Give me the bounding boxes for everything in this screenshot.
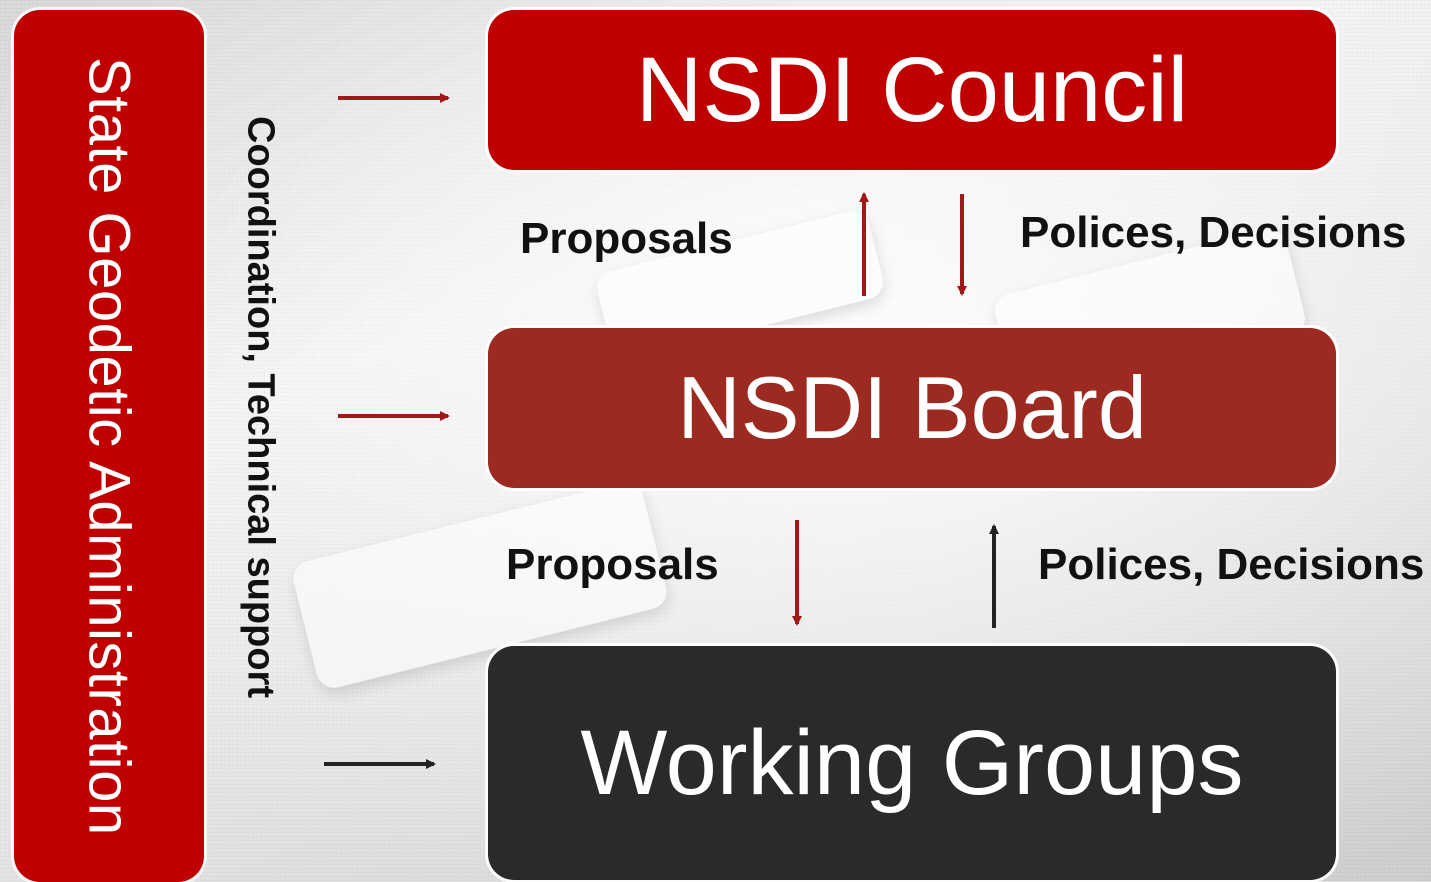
groups-to-board-label: Polices, Decisions <box>1038 540 1425 589</box>
council-to-board-label: Polices, Decisions <box>1020 208 1407 257</box>
state-geodetic-administration-panel: State Geodetic Administration <box>14 10 204 882</box>
nsdi-board-label: NSDI Board <box>677 358 1147 457</box>
nsdi-council-label: NSDI Council <box>635 38 1189 141</box>
nsdi-council-box: NSDI Council <box>488 10 1336 170</box>
working-groups-box: Working Groups <box>488 646 1336 880</box>
board-to-groups-label: Proposals <box>506 540 719 589</box>
coordination-label-text: Coordination, Technical support <box>239 116 282 698</box>
board-to-council-label: Proposals <box>520 214 733 263</box>
side-panel-label: State Geodetic Administration <box>76 56 142 836</box>
nsdi-board-box: NSDI Board <box>488 328 1336 488</box>
coordination-label: Coordination, Technical support <box>228 116 292 820</box>
working-groups-label: Working Groups <box>580 711 1244 814</box>
